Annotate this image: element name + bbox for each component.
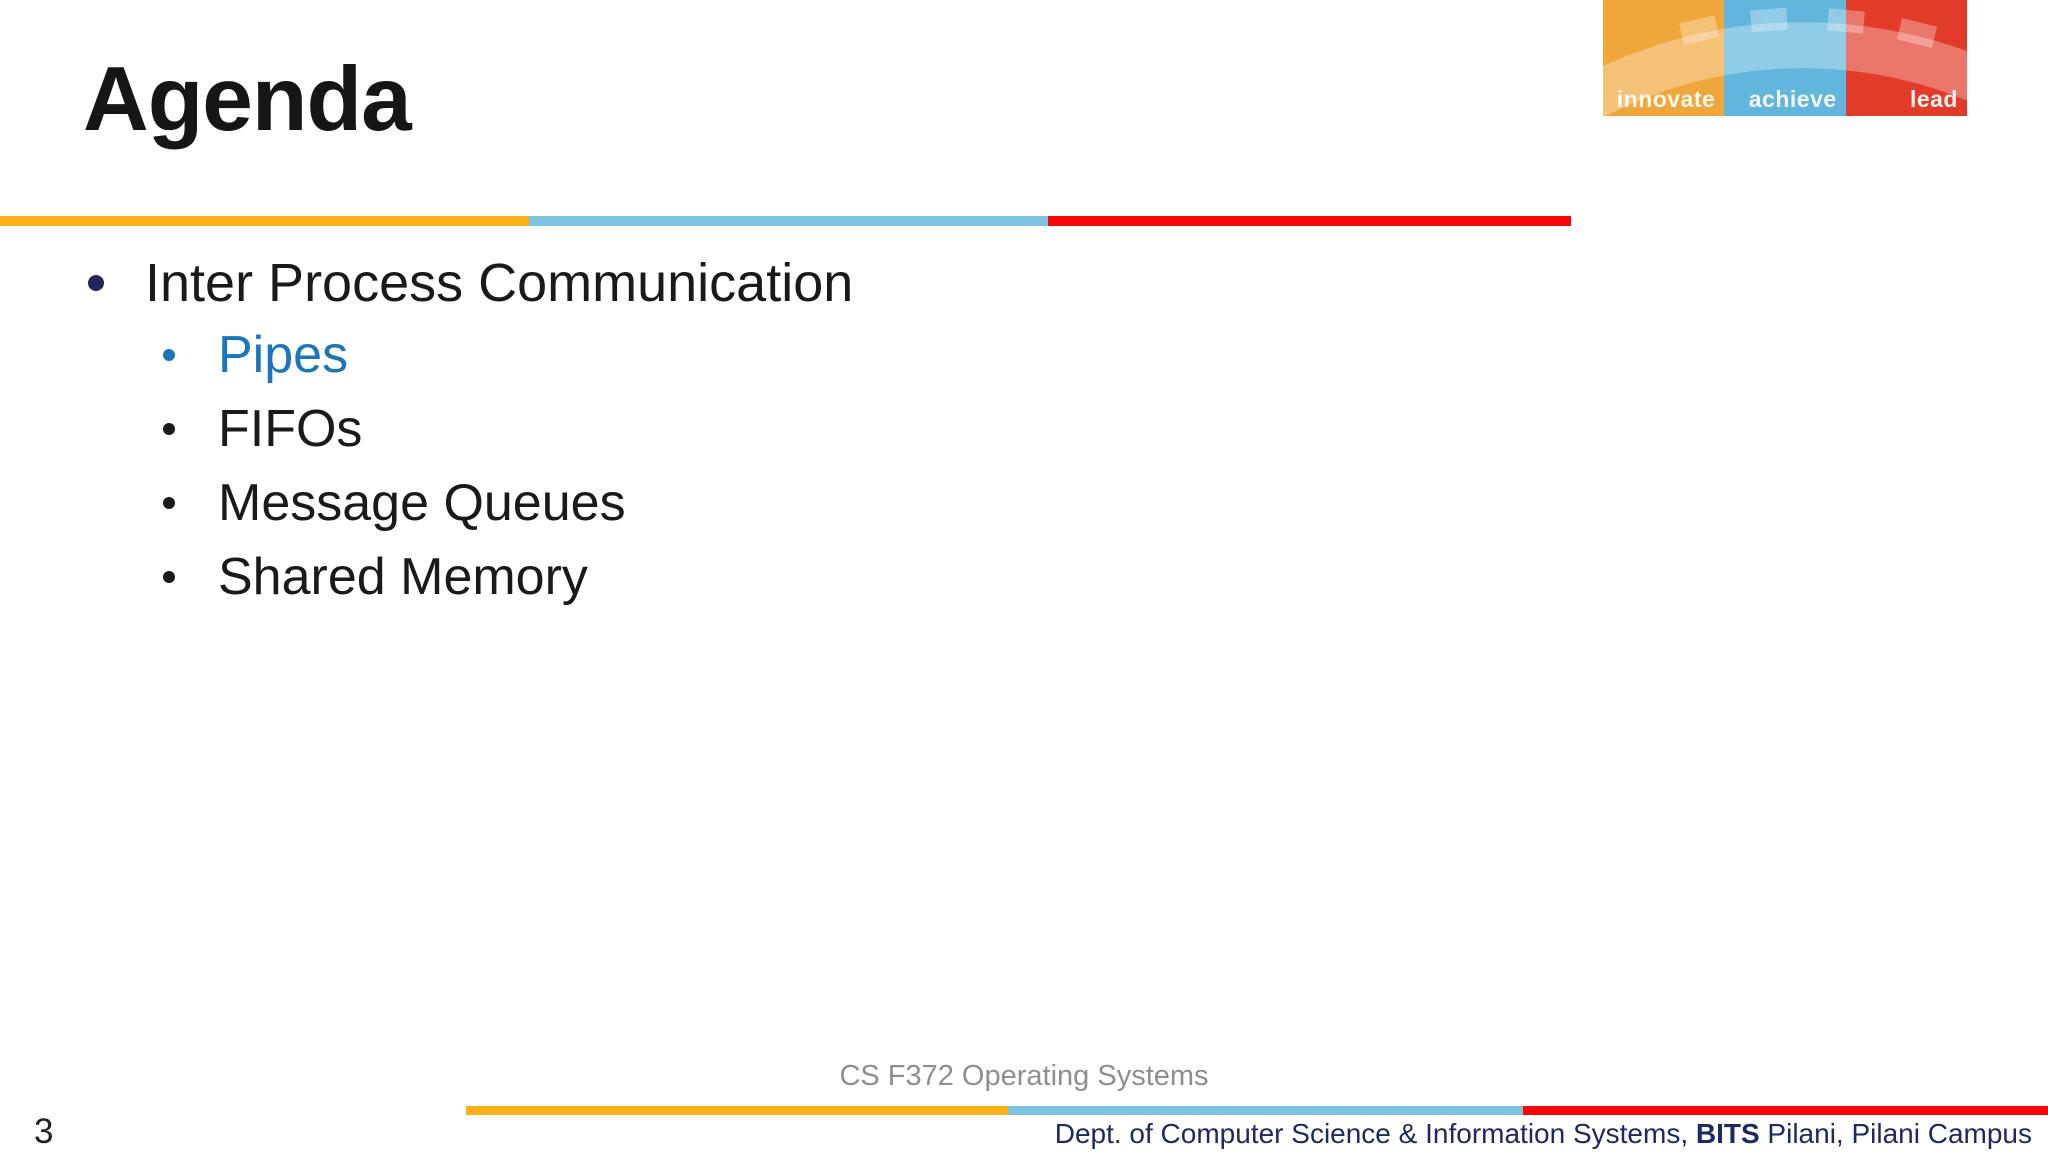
title-divider-red-segment: [1048, 216, 1571, 226]
logo-panel-lead: lead: [1845, 0, 1967, 116]
agenda-list: Inter Process Communication Pipes FIFOs …: [85, 248, 853, 614]
logo-label-innovate: innovate: [1616, 86, 1716, 112]
logo-label-lead: lead: [1909, 86, 1958, 112]
list-item-label: Pipes: [218, 326, 349, 384]
list-item-message-queues: Message Queues: [85, 466, 853, 540]
footer-dept-suffix: Pilani, Pilani Campus: [1759, 1118, 2032, 1149]
list-item-level1: Inter Process Communication: [85, 248, 853, 318]
gear-arc-icon: [1603, 7, 1967, 116]
list-item-label: Shared Memory: [218, 548, 588, 606]
logo-label-achieve: achieve: [1748, 86, 1837, 112]
list-item-pipes: Pipes: [85, 318, 853, 392]
footer-divider: [466, 1106, 2048, 1115]
footer-divider-blue-segment: [1008, 1106, 1523, 1115]
list-item-fifos: FIFOs: [85, 392, 853, 466]
bullet-icon: [88, 275, 104, 291]
footer-dept-bits: BITS: [1695, 1118, 1760, 1149]
list-item-label: Inter Process Communication: [145, 253, 854, 313]
footer-dept-label: Dept. of Computer Science & Information …: [1055, 1118, 2032, 1150]
list-item-shared-memory: Shared Memory: [85, 540, 853, 614]
title-divider-orange-segment: [0, 216, 529, 226]
list-item-label: FIFOs: [218, 400, 363, 458]
bits-pilani-logo: innovate achieve lead: [1603, 0, 1967, 116]
bullet-icon: [163, 423, 175, 435]
title-divider: [0, 216, 1571, 226]
logo-panel-achieve: achieve: [1724, 0, 1846, 116]
list-item-label: Message Queues: [218, 474, 626, 532]
logo-panel-innovate: innovate: [1603, 0, 1725, 116]
slide-title: Agenda: [83, 49, 412, 150]
title-divider-blue-segment: [529, 216, 1048, 226]
footer-course-label: CS F372 Operating Systems: [839, 1060, 1209, 1092]
footer-divider-red-segment: [1523, 1106, 2048, 1115]
footer-divider-orange-segment: [466, 1106, 1008, 1115]
bullet-icon: [163, 349, 175, 361]
page-number: 3: [34, 1112, 54, 1151]
footer-dept-prefix: Dept. of Computer Science & Information …: [1054, 1118, 1696, 1149]
bullet-icon: [163, 571, 175, 583]
bullet-icon: [163, 497, 175, 509]
